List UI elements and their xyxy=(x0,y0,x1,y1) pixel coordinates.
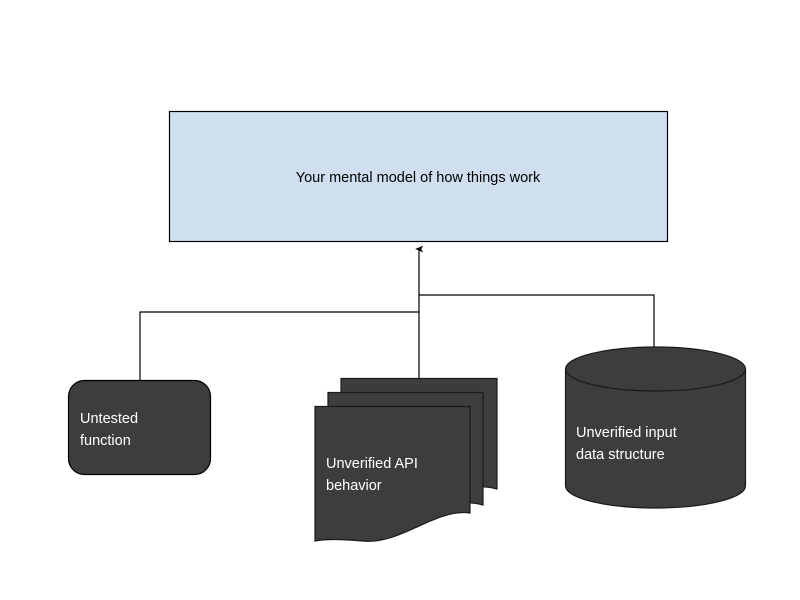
node-unverified-input-data-structure[interactable]: Unverified input data structure xyxy=(564,346,747,509)
api-doc-sheet-front[interactable] xyxy=(314,405,471,542)
mental-model-label: Your mental model of how things work xyxy=(296,170,541,186)
untested-function-label-line2: function xyxy=(80,433,131,449)
node-mental-model[interactable]: Your mental model of how things work xyxy=(168,110,669,243)
untested-function-shape[interactable] xyxy=(67,379,212,476)
input-data-structure-label-line2: data structure xyxy=(576,447,665,463)
untested-function-label-line1: Untested xyxy=(80,411,138,427)
connector-to-untested-function xyxy=(139,311,419,380)
cylinder-top-ellipse xyxy=(564,346,747,392)
api-behavior-label-line1: Unverified API xyxy=(326,456,418,472)
node-untested-function[interactable]: Untested function xyxy=(67,379,212,476)
node-unverified-api-behavior[interactable]: Unverified API behavior xyxy=(314,377,498,542)
cylinder-body[interactable] xyxy=(564,368,747,509)
connector-to-input-data-structure xyxy=(419,294,655,360)
api-behavior-label-line2: behavior xyxy=(326,478,382,494)
mental-model-box[interactable] xyxy=(168,110,669,243)
input-data-structure-label-line1: Unverified input xyxy=(576,425,677,441)
connector-group xyxy=(139,245,655,380)
